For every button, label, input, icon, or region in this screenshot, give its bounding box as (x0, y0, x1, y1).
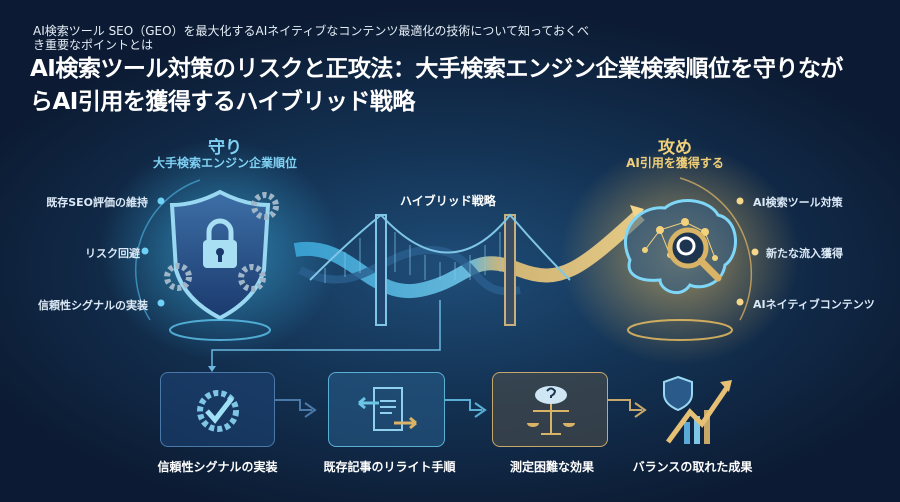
defense-subheading: 大手検索エンジン企業順位 (152, 156, 297, 170)
step-box (492, 372, 608, 447)
page-title: AI検索ツール対策のリスクと正攻法：大手検索エンジン企業検索順位を守りながらAI… (30, 56, 843, 115)
step-label: 既存記事のリライト手順 (323, 460, 456, 474)
offense-heading: 攻め (658, 138, 692, 158)
hybrid-strategy-label: ハイブリッド戦略 (400, 194, 496, 208)
bridge-icon (309, 213, 571, 326)
offense-item: AI検索ツール対策 (753, 196, 843, 209)
offense-subheading: AI引用を獲得する (626, 156, 724, 170)
magnifier-icon (667, 227, 722, 282)
shield-growth-chart-icon (663, 375, 732, 444)
subtitle: AI検索ツール SEO（GEO）を最大化するAIネイティブなコンテンツ最適化の技… (33, 24, 590, 52)
defense-heading: 守り (208, 138, 242, 158)
shield-lock-icon (169, 189, 271, 321)
cloud-question-scale-icon (527, 386, 575, 435)
offense-item: AIネイティブコンテンツ (753, 298, 875, 311)
defense-item: リスク回避 (85, 247, 140, 260)
step-label: 信頼性シグナルの実装 (157, 460, 278, 474)
document-arrows-icon (358, 387, 417, 431)
gear-check-icon (197, 390, 239, 432)
gear-icon (164, 192, 279, 292)
defense-item: 既存SEO評価の維持 (46, 196, 148, 209)
defense-item: 信頼性シグナルの実装 (38, 299, 148, 312)
step-label: 測定困難な効果 (509, 460, 594, 474)
step-box (160, 372, 275, 447)
offense-item: 新たな流入獲得 (766, 247, 843, 260)
step-label: バランスの取れた成果 (632, 460, 753, 474)
step-box (328, 372, 445, 447)
